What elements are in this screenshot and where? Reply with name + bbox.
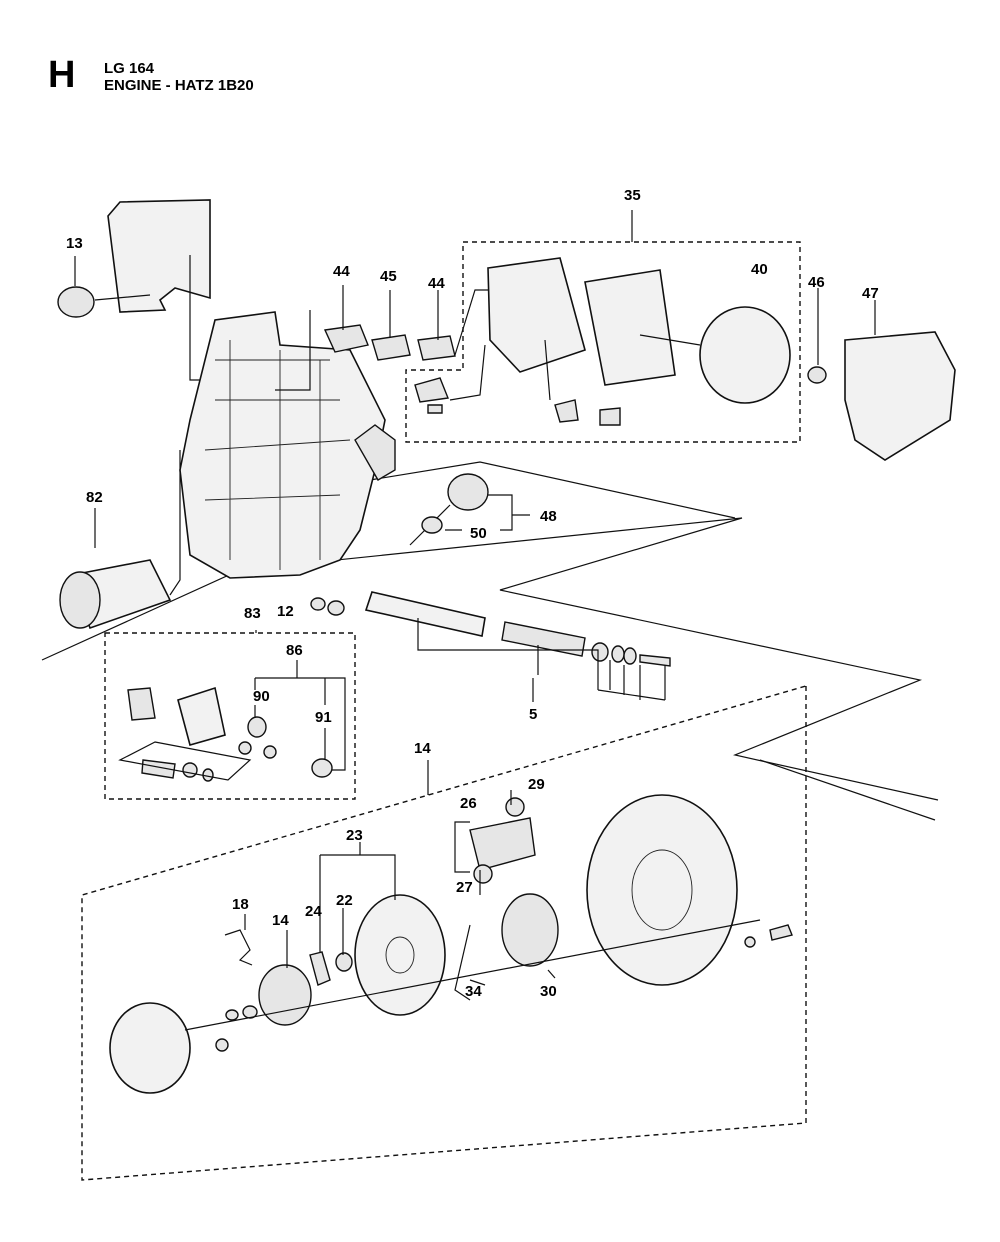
callout-26: 26 [460, 795, 477, 812]
part-30-cover [501, 893, 559, 967]
part-26-housing [469, 817, 536, 871]
callout-45: 45 [380, 268, 397, 285]
callout-91: 91 [315, 709, 332, 726]
part-83-module [127, 687, 156, 721]
section-letter: H [48, 54, 76, 96]
callout-46: 46 [808, 274, 825, 291]
bracket-44a [323, 324, 369, 353]
callout-34: 34 [465, 983, 482, 1000]
part-47-cover [844, 331, 956, 461]
part-27-plug [473, 864, 493, 884]
callout-18: 18 [232, 896, 249, 913]
part-14-disc [258, 964, 312, 1026]
model-title: LG 164 [104, 60, 155, 77]
callout-35: 35 [624, 187, 641, 204]
callout-47: 47 [862, 285, 879, 302]
callout-83: 83 [244, 605, 261, 622]
callout-44-left: 44 [333, 263, 350, 280]
group-box-83 [104, 632, 356, 800]
callout-24: 24 [305, 903, 322, 920]
callout-12: 12 [277, 603, 294, 620]
callout-90: 90 [253, 688, 270, 705]
callout-86: 86 [286, 642, 303, 659]
callout-82: 82 [86, 489, 103, 506]
part-22-spring [335, 952, 353, 972]
part-5-spring [501, 621, 586, 657]
leader-zigzag-upper [41, 517, 939, 801]
air-filter-plate [584, 269, 676, 386]
group-box-35 [405, 241, 801, 443]
part-90-bulb [247, 716, 267, 738]
callout-27: 27 [456, 879, 473, 896]
part-34-rope [454, 924, 471, 1001]
part-12-plug [310, 597, 326, 611]
part-50-ring [421, 516, 443, 534]
part-48-bulb [447, 473, 489, 511]
callout-13: 13 [66, 235, 83, 252]
callout-30: 30 [540, 983, 557, 1000]
part-40-filter [699, 306, 791, 404]
part-91-bulb [311, 758, 333, 778]
leader-zigzag-lower [369, 461, 736, 519]
callout-50: 50 [470, 525, 487, 542]
callout-29: 29 [528, 776, 545, 793]
callout-48: 48 [540, 508, 557, 525]
callout-40: 40 [751, 261, 768, 278]
part-18-spring [224, 929, 253, 966]
callout-44-right: 44 [428, 275, 445, 292]
bracket-44b [417, 335, 456, 361]
diagram-subtitle: ENGINE - HATZ 1B20 [104, 77, 254, 94]
callout-22: 22 [336, 892, 353, 909]
callout-5: 5 [529, 706, 537, 723]
part-23-pulley [354, 894, 446, 1016]
part-13-plug [57, 286, 95, 318]
part-29-knob [505, 797, 525, 817]
fan-wheel [586, 794, 738, 986]
bracket-45 [371, 334, 411, 361]
part-24-pawl [309, 951, 331, 986]
callout-23: 23 [346, 827, 363, 844]
starter-cup [109, 1002, 191, 1094]
shroud-part [107, 199, 211, 313]
part-46-nut [807, 366, 827, 384]
callout-14-lower: 14 [272, 912, 289, 929]
air-cleaner-housing [487, 257, 586, 373]
callout-14-top: 14 [414, 740, 431, 757]
part-5-tube [364, 591, 486, 637]
group-box-14 [81, 685, 807, 1181]
